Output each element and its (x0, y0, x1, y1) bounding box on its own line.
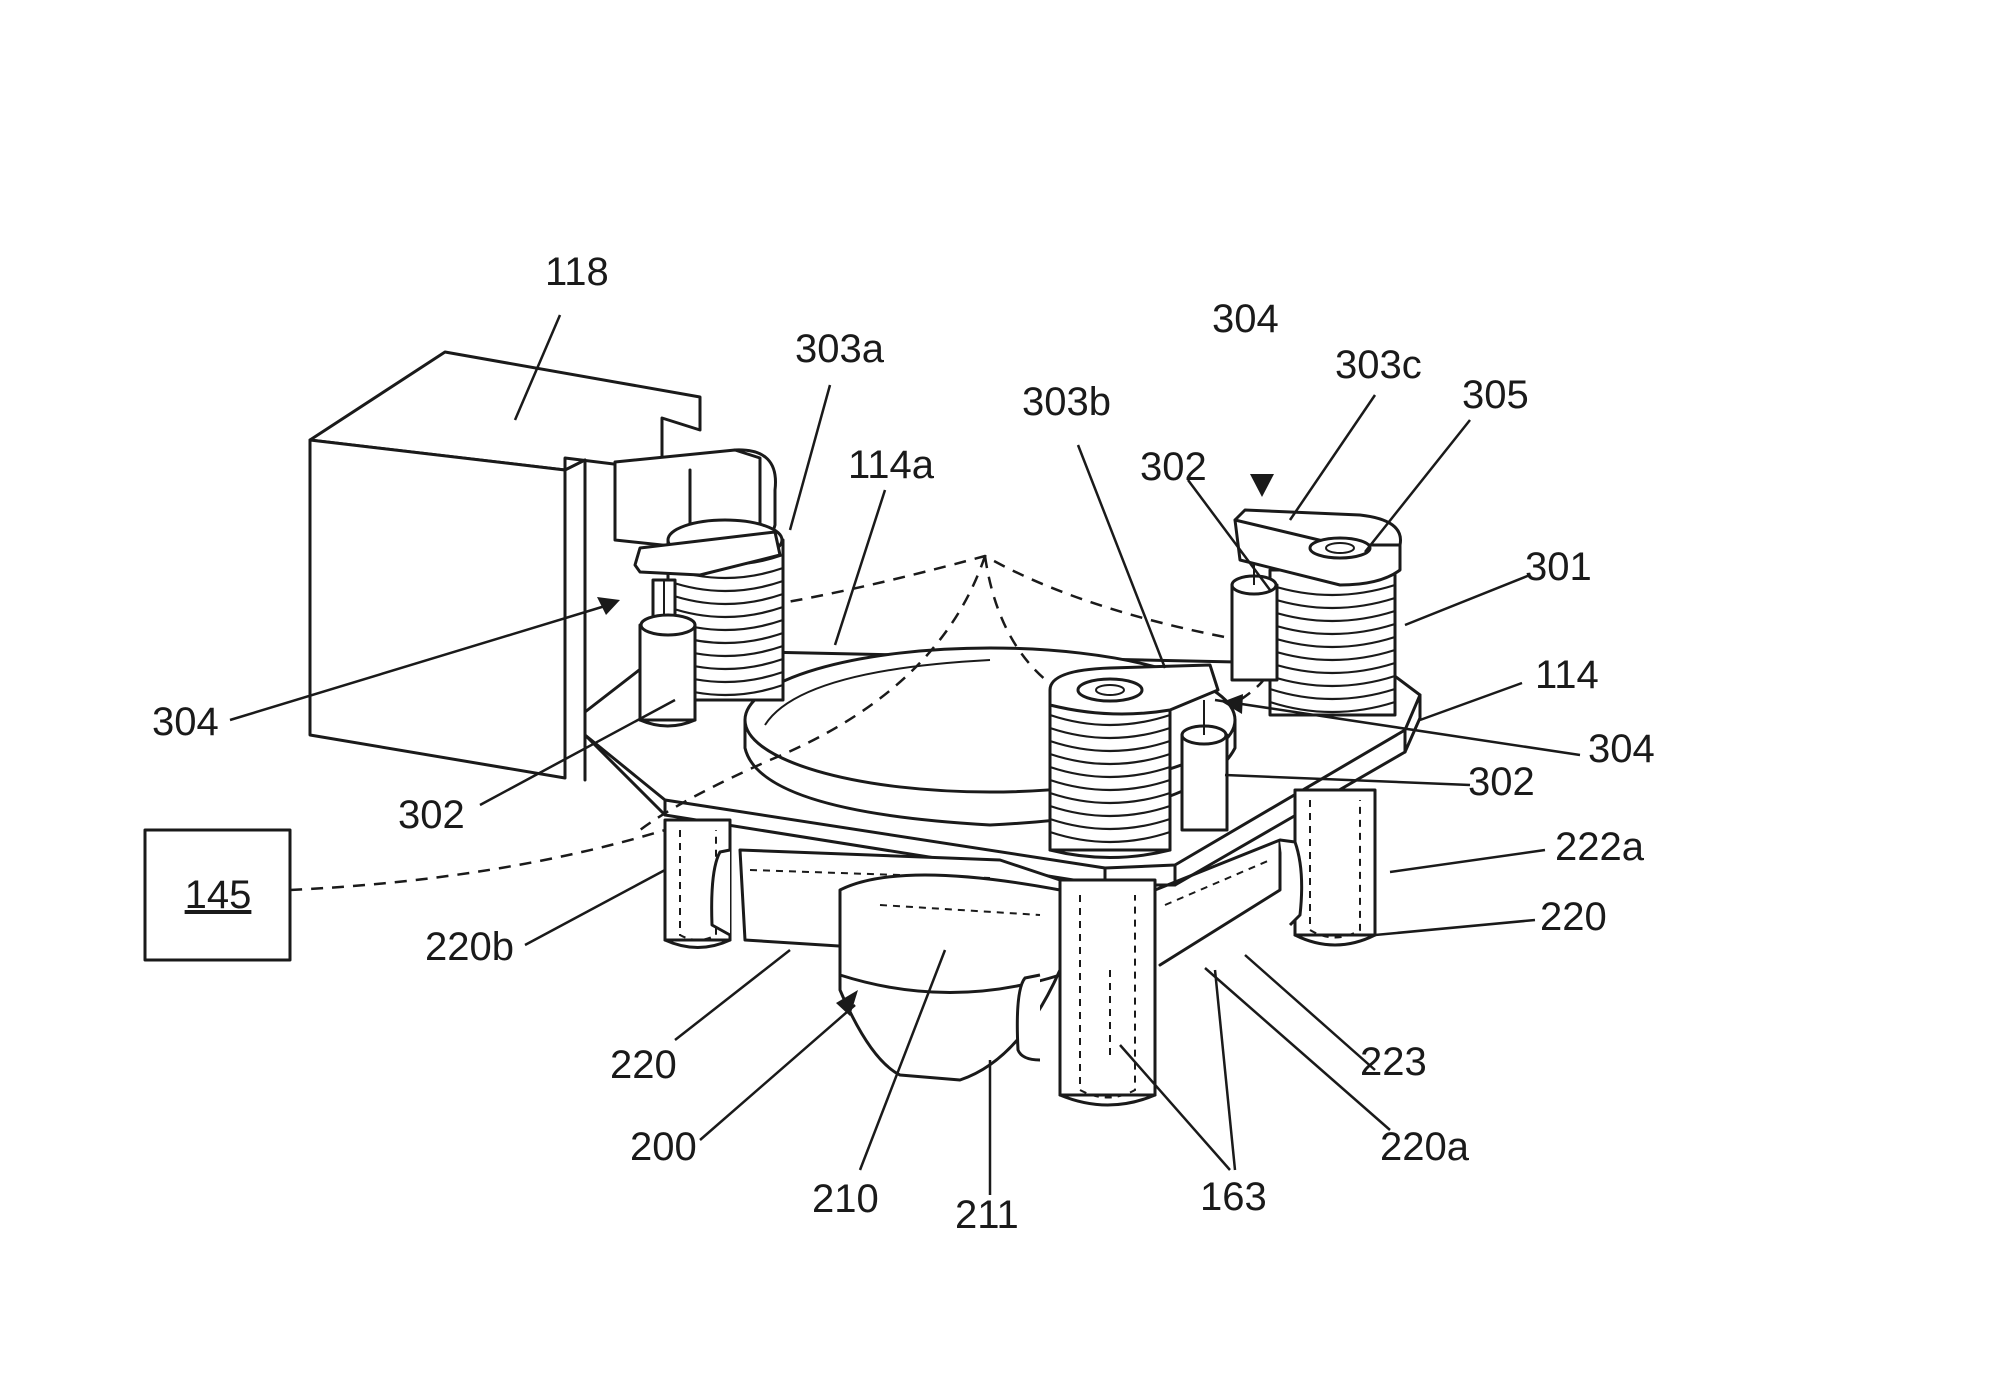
label-163: 163 (1200, 1175, 1267, 1219)
label-200: 200 (630, 1125, 697, 1169)
label-210: 210 (812, 1177, 879, 1221)
label-114: 114 (1535, 653, 1599, 697)
label-223: 223 (1360, 1040, 1427, 1084)
label-303c: 303c (1335, 343, 1422, 387)
label-303b: 303b (1022, 380, 1111, 424)
label-303a: 303a (795, 327, 885, 371)
coil-303a (635, 520, 783, 726)
label-145: 145 (185, 873, 252, 917)
coil-303b (1050, 665, 1227, 858)
label-118: 118 (545, 250, 609, 294)
box-145: 145 (145, 830, 665, 960)
label-301: 301 (1525, 545, 1592, 589)
label-304-right: 304 (1588, 727, 1655, 771)
label-220a: 220a (1380, 1125, 1470, 1169)
label-304-left: 304 (152, 700, 219, 744)
label-220-left: 220 (610, 1043, 677, 1087)
label-305: 305 (1462, 373, 1529, 417)
label-114a: 114a (848, 443, 935, 487)
label-220b: 220b (425, 925, 514, 969)
label-302-left: 302 (398, 793, 465, 837)
label-302-top: 302 (1140, 445, 1207, 489)
label-211: 211 (955, 1193, 1019, 1237)
label-222a: 222a (1555, 825, 1645, 869)
label-220-right: 220 (1540, 895, 1607, 939)
label-304-top: 304 (1212, 297, 1279, 341)
label-302-right: 302 (1468, 760, 1535, 804)
